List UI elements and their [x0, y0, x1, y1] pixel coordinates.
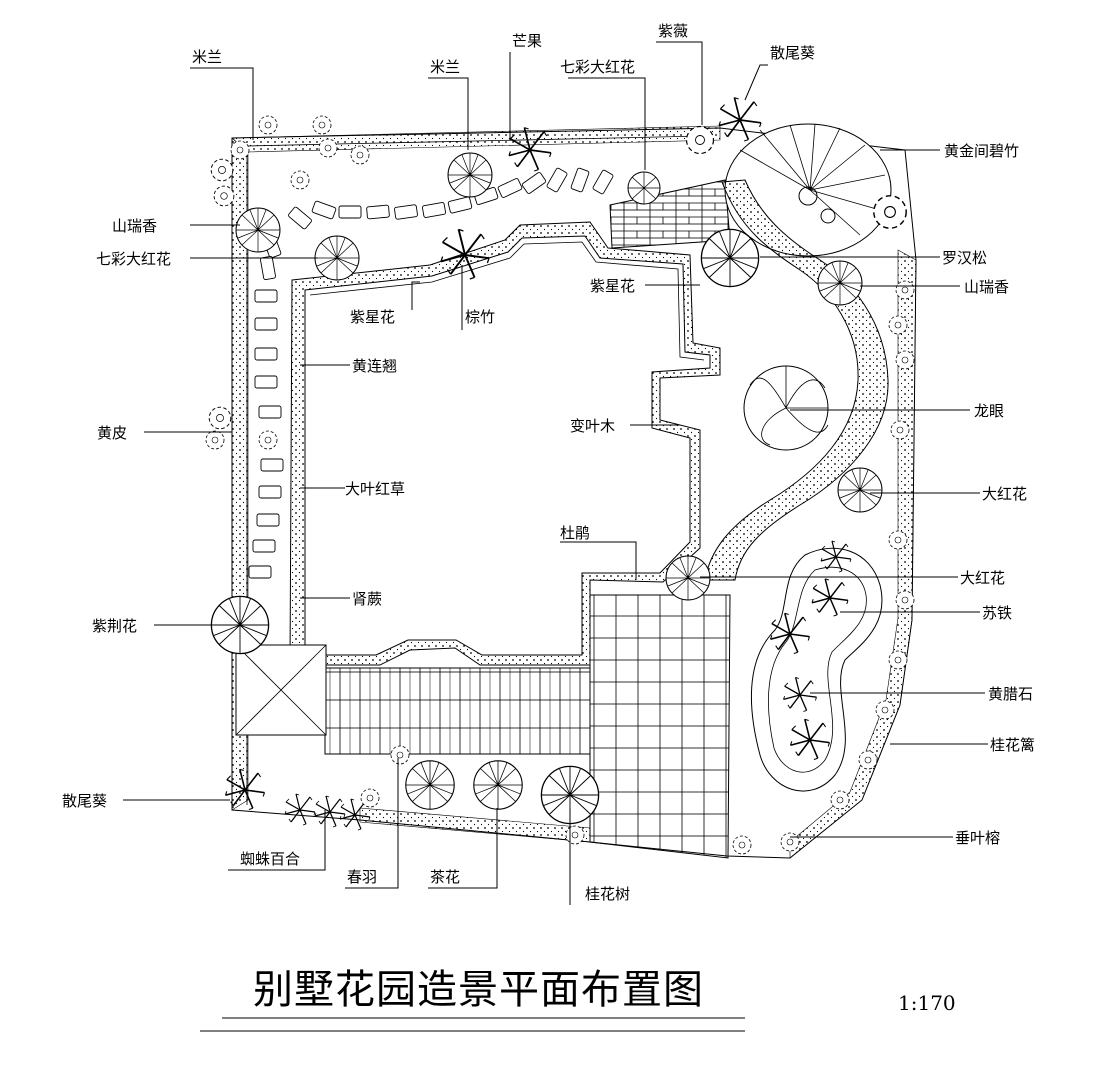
house-footprint [289, 221, 721, 666]
label-dayehongcao: 大叶红草 [345, 480, 405, 498]
label-mango: 芒果 [512, 32, 542, 50]
label-guihualong: 桂花篱 [990, 736, 1035, 754]
label-huanglianqiao: 黄连翘 [352, 357, 397, 375]
leader-lines [123, 41, 988, 905]
plant-symbols [205, 96, 915, 855]
label-crape-myrtle: 紫薇 [658, 22, 688, 40]
label-huanglashi: 黄腊石 [988, 685, 1033, 703]
label-zijinghua: 紫荆花 [92, 617, 137, 635]
label-dujuan: 杜鹃 [560, 524, 590, 542]
label-chunyu: 春羽 [347, 868, 377, 886]
label-luohansong: 罗汉松 [942, 249, 987, 267]
label-huangpi: 黄皮 [97, 424, 127, 442]
drawing-title: 别墅花园造景平面布置图 [253, 967, 704, 1013]
entrance-box [235, 644, 327, 736]
label-sutie: 苏铁 [982, 604, 1012, 622]
label-milan-2: 米兰 [430, 58, 460, 76]
label-milan-1: 米兰 [192, 48, 222, 66]
label-guihuashu: 桂花树 [585, 885, 630, 903]
label-dahonghua-2: 大红花 [960, 569, 1005, 587]
label-shanruixiang-1: 山瑞香 [112, 217, 157, 235]
label-qicai-2: 七彩大红花 [96, 250, 171, 268]
label-longyan: 龙眼 [974, 402, 1004, 420]
label-chahua: 茶花 [430, 868, 460, 886]
rock-pond [750, 540, 883, 792]
label-chuiyerong: 垂叶榕 [955, 829, 1000, 847]
label-sanweikui-1: 散尾葵 [770, 44, 815, 62]
drawing-scale: 1:170 [898, 991, 956, 1015]
wood-deck [324, 667, 591, 755]
label-qicai-1: 七彩大红花 [560, 58, 635, 76]
label-zongzhu: 棕竹 [465, 308, 495, 326]
label-zhizhubaihe: 蜘蛛百合 [240, 850, 300, 868]
label-sanweikui-2: 散尾葵 [62, 792, 107, 810]
label-shanruixiang-2: 山瑞香 [964, 278, 1009, 296]
label-shenjue: 肾蕨 [352, 590, 382, 608]
label-golden-bamboo: 黄金间碧竹 [944, 142, 1019, 160]
label-zixinghua-1: 紫星花 [350, 308, 395, 326]
label-bianyemu: 变叶木 [570, 417, 615, 435]
paved-terrace [589, 594, 731, 859]
label-zixinghua-2: 紫星花 [590, 277, 635, 295]
label-dahonghua-1: 大红花 [982, 485, 1027, 503]
plant-labels: 米兰 米兰 芒果 紫薇 七彩大红花 散尾葵 黄金间碧竹 山瑞香 七彩大红花 罗汉… [62, 22, 1035, 903]
title-block: 别墅花园造景平面布置图 1:170 [200, 967, 956, 1032]
